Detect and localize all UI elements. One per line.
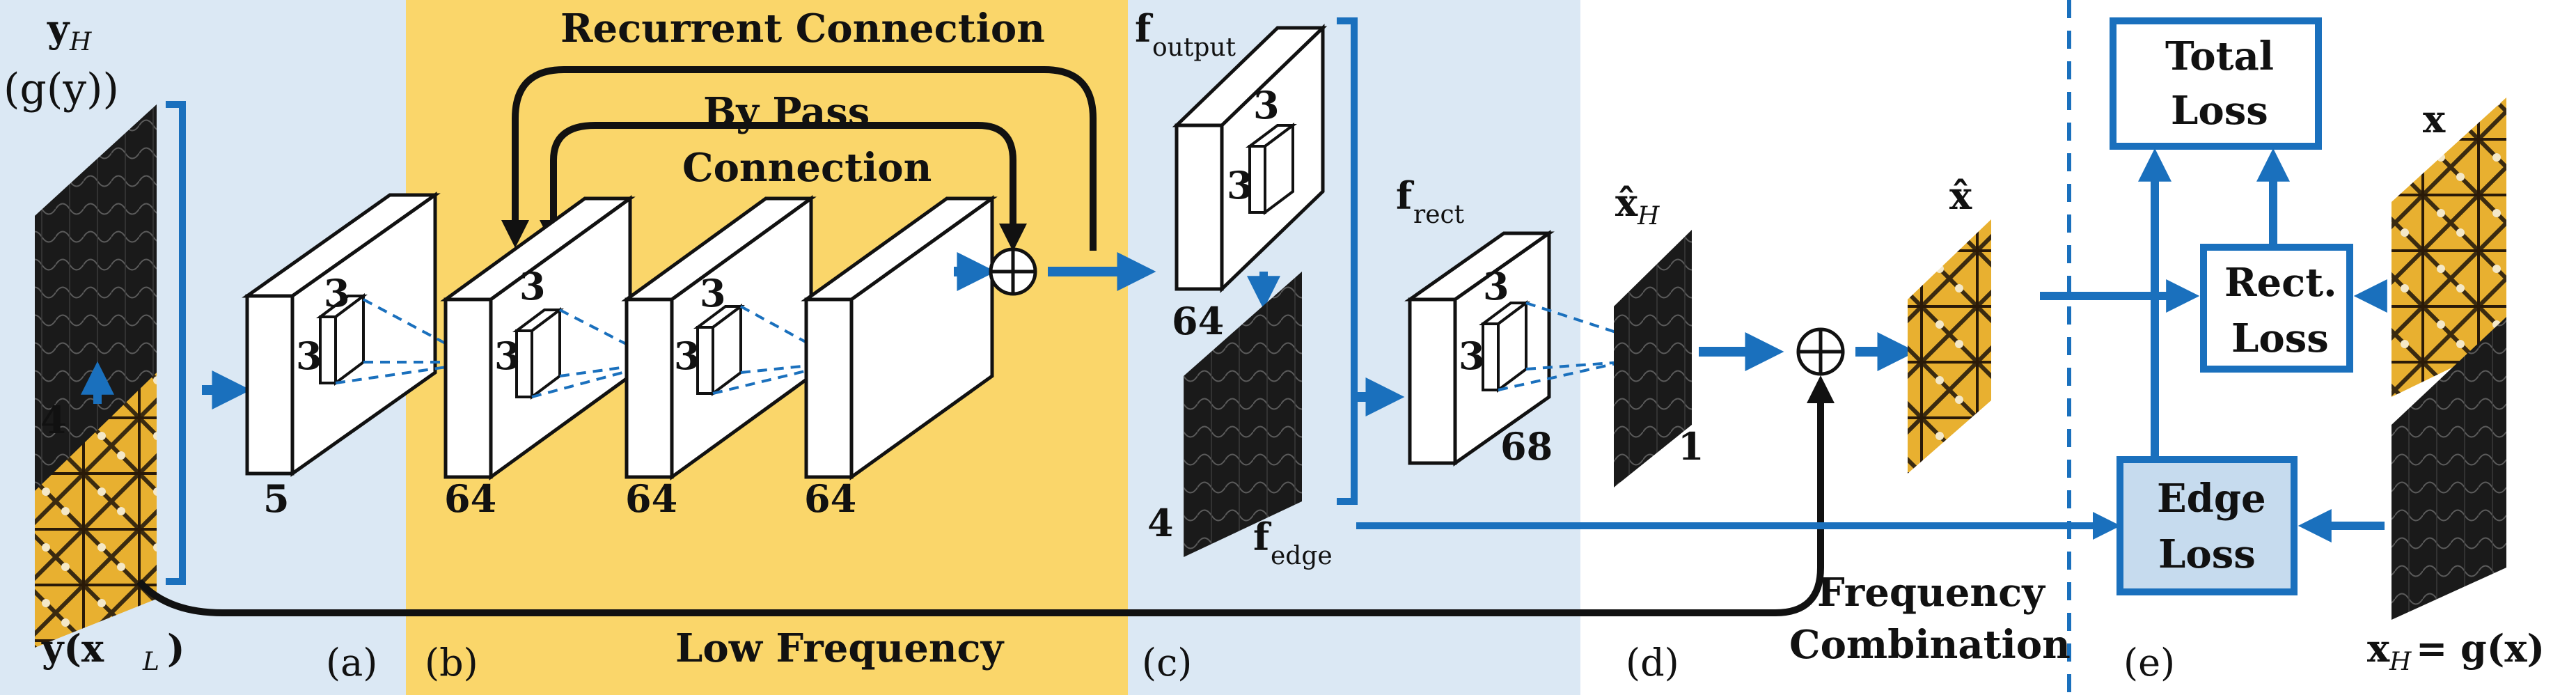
panel-b-label: (b) — [425, 641, 478, 685]
color-image-input — [35, 373, 157, 648]
kernel-b1-h: 3 — [519, 264, 546, 309]
svg-text:): ) — [167, 626, 185, 671]
svg-text:edge: edge — [1271, 542, 1333, 570]
svg-text:f: f — [1135, 6, 1154, 51]
dashed-lines-rect — [1498, 302, 1623, 391]
bypass-line2: Connection — [682, 145, 932, 191]
svg-text:output: output — [1152, 33, 1236, 62]
kernel-output-w: 3 — [1227, 163, 1253, 208]
plus-circle-d — [1796, 327, 1845, 376]
svg-text:y(x: y(x — [41, 626, 104, 671]
x-label: x — [2423, 97, 2446, 141]
xhatH-label: x̂ H — [1615, 180, 1660, 231]
recurrent-connection-arrow — [501, 66, 1097, 251]
kernel-rect-h: 3 — [1483, 264, 1509, 309]
total-loss-box — [2110, 17, 2322, 150]
bypass-connection-arrow — [540, 122, 1016, 248]
channel-b3: 64 — [804, 476, 856, 521]
f-rect-label: f rect — [1396, 173, 1465, 229]
xhat-label: x̂ — [1949, 173, 1972, 218]
color-image-xhat — [1908, 219, 1991, 474]
channel-a: 5 — [263, 476, 290, 521]
svg-text:H: H — [2389, 648, 2412, 676]
svg-text:y: y — [47, 6, 70, 51]
channel-edge-out: 4 — [1147, 501, 1174, 545]
plus-circle-b — [989, 247, 1037, 296]
kernel-b2-w: 3 — [674, 334, 700, 378]
kernel-output-h: 3 — [1253, 83, 1280, 127]
color-image-x — [2392, 97, 2506, 397]
rect-loss-line1: Rect. — [2224, 260, 2337, 306]
low-frequency-path — [136, 375, 1835, 616]
kernel-a-w: 3 — [296, 334, 322, 378]
kernel-a — [316, 293, 368, 386]
svg-text:H: H — [69, 28, 92, 56]
xH-eq-gx-label: x H = g(x) — [2367, 626, 2545, 676]
edge-image-input-shape — [35, 104, 157, 411]
panel-e-label: (e) — [2123, 641, 2175, 685]
channel-b2: 64 — [625, 476, 677, 521]
svg-text:f: f — [1253, 515, 1272, 559]
svg-text:rect: rect — [1413, 201, 1465, 229]
kernel-output — [1246, 123, 1297, 215]
f-edge-label: f edge — [1253, 515, 1333, 570]
kernel-rect-w: 3 — [1459, 334, 1485, 378]
input-y-label: y H — [47, 6, 92, 56]
svg-text:= g(x): = g(x) — [2416, 626, 2545, 671]
channel-xhatH: 1 — [1678, 424, 1704, 469]
total-loss-line1: Total — [2165, 33, 2274, 79]
kernel-b1-w: 3 — [494, 334, 521, 378]
channel-input-edge: 4 — [40, 398, 67, 442]
channel-output: 64 — [1172, 299, 1224, 343]
low-frequency-label: Low Frequency — [675, 625, 1005, 671]
svg-text:f: f — [1396, 173, 1415, 218]
panel-c-label: (c) — [1142, 641, 1192, 685]
kernel-a-h: 3 — [324, 271, 350, 315]
kernel-b2-h: 3 — [700, 271, 726, 315]
edge-image-xH — [2392, 317, 2506, 620]
edge-loss-box — [2116, 456, 2298, 595]
panel-a-label: (a) — [326, 641, 377, 685]
f-output-label: f output — [1135, 6, 1236, 62]
edge-loss-line2: Loss — [2158, 531, 2256, 577]
kernel-b2 — [693, 304, 745, 396]
total-loss-line2: Loss — [2171, 88, 2268, 134]
edge-image-output — [1184, 272, 1302, 557]
svg-text:L: L — [142, 648, 159, 676]
panel-d-label: (d) — [1626, 641, 1679, 685]
rect-loss-line2: Loss — [2231, 315, 2329, 361]
svg-text:x: x — [2367, 626, 2390, 671]
edge-image-xhatH — [1614, 230, 1692, 487]
frequency-combination-line1: Frequency — [1817, 570, 2045, 616]
svg-text:x̂: x̂ — [1615, 180, 1638, 225]
channel-b1: 64 — [444, 476, 496, 521]
channel-rect: 68 — [1500, 424, 1553, 469]
svg-text:H: H — [1637, 202, 1660, 231]
frequency-combination-line2: Combination — [1789, 622, 2071, 668]
recurrent-connection-title: Recurrent Connection — [560, 6, 1045, 52]
kernel-b1 — [512, 307, 564, 400]
kernel-rect — [1479, 300, 1530, 393]
gy-label: (g(y)) — [3, 65, 119, 114]
bracket-a — [166, 101, 186, 585]
input-yxL-label: y(x L ) — [41, 626, 185, 676]
bracket-c — [1337, 17, 1358, 505]
edge-loss-line1: Edge — [2157, 476, 2266, 522]
